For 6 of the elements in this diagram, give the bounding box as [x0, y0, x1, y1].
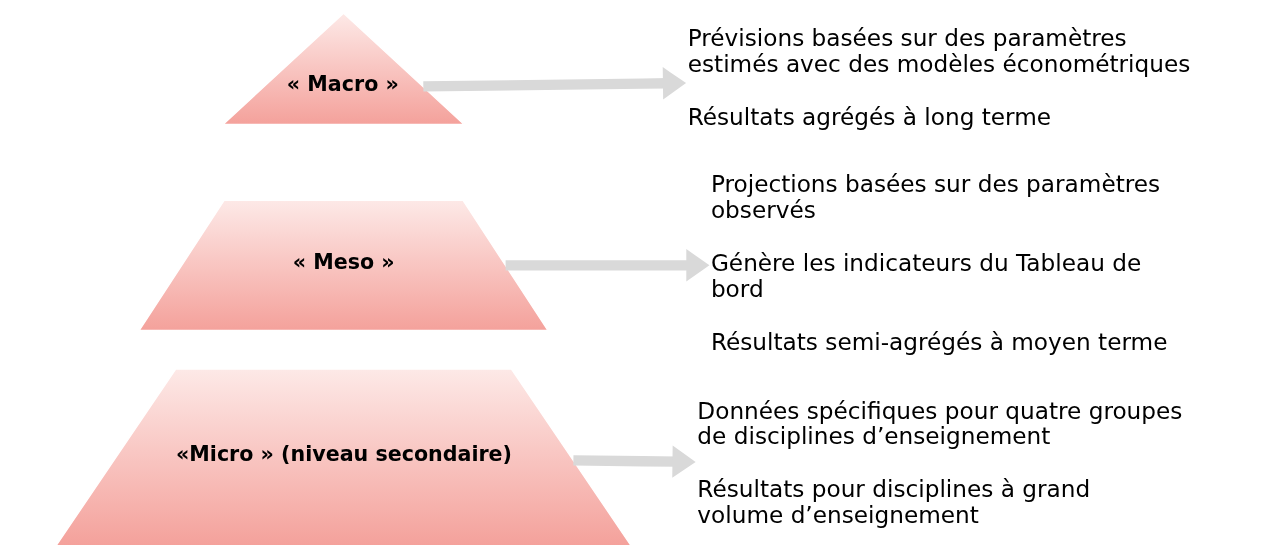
- arrow: [423, 67, 687, 100]
- arrow: [505, 249, 710, 282]
- node-text: Prévisions basées sur des paramètres estimés avec des modèles économétriques Résultats agrégés à long terme: [687, 24, 1191, 130]
- node-text: Projections basées sur des paramètres observés Génère les indicateurs du Tableau de bord Résultats semi-agrégés à moyen terme: [710, 170, 1168, 355]
- arrow: [573, 445, 696, 478]
- node-text: Données spécifiques pour quatre groupes de disciplines d’enseignement Résultats pour disciplines à grand volume d’enseignement: [697, 396, 1183, 528]
